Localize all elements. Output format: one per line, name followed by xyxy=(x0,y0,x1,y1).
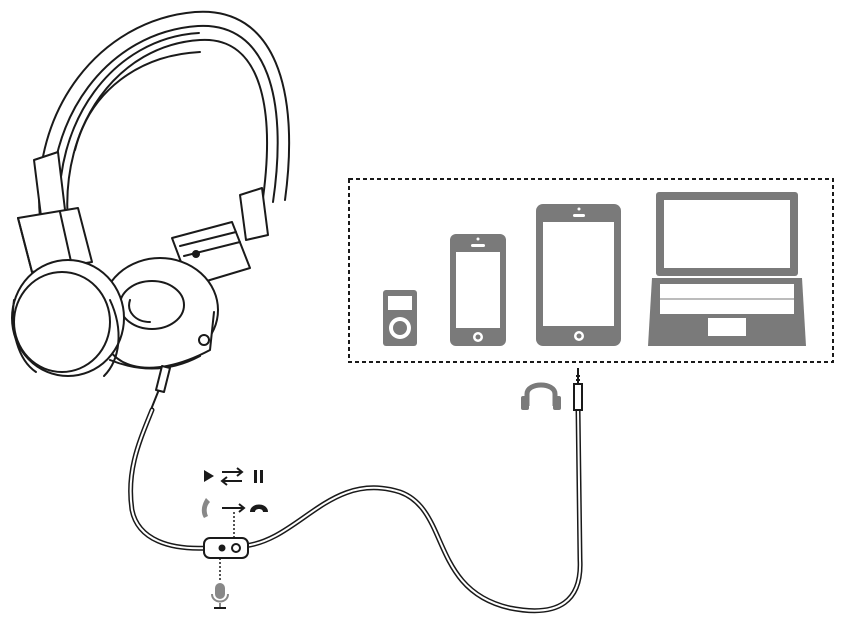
cable-plug-top xyxy=(149,365,171,413)
smartphone-icon xyxy=(450,234,506,346)
left-ear-cup xyxy=(11,259,201,377)
tablet-icon xyxy=(536,204,621,346)
swap-arrows-icon xyxy=(220,467,244,486)
phone-pickup-icon xyxy=(201,498,210,518)
arrow-right-icon xyxy=(222,503,246,513)
right-ear-cup xyxy=(100,257,219,369)
cable-plug-bottom xyxy=(573,368,583,411)
remote-functions xyxy=(201,467,268,609)
play-pause-row xyxy=(204,467,263,486)
phone-hangup-icon xyxy=(250,504,268,512)
device-group xyxy=(348,178,834,363)
inline-remote xyxy=(203,537,249,559)
headphone-icon xyxy=(521,382,561,410)
call-row xyxy=(201,498,268,518)
headband xyxy=(38,10,291,223)
audio-cable xyxy=(128,405,583,614)
play-icon xyxy=(204,470,214,482)
device-group-border xyxy=(348,178,834,363)
mp3-player-icon xyxy=(383,290,417,346)
remote-connector-lines xyxy=(219,512,235,580)
laptop-icon xyxy=(648,192,806,346)
microphone-icon xyxy=(211,583,229,609)
pause-icon xyxy=(254,470,263,483)
headphones-illustration xyxy=(11,10,291,413)
left-hinge xyxy=(17,151,93,273)
